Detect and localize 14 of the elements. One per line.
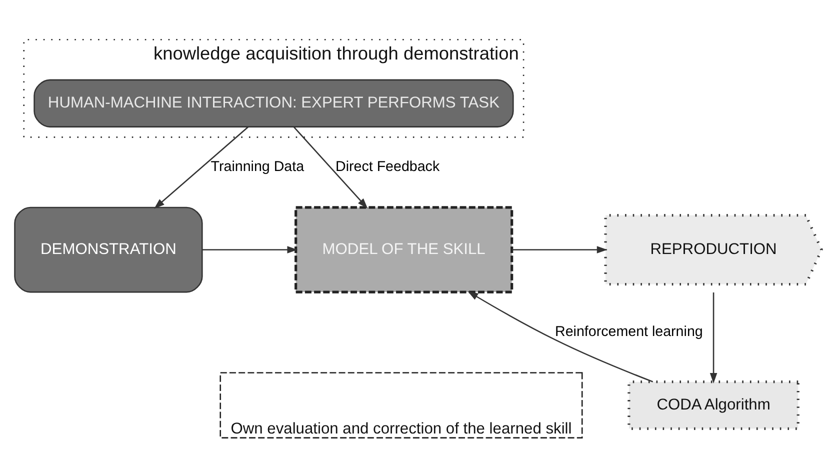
edge-label: Trainning Data: [210, 158, 304, 174]
arrow: [468, 290, 654, 382]
node-box: DEMONSTRATION: [14, 206, 203, 292]
arrow: [294, 126, 368, 208]
edge-label: Reinforcement learning: [555, 324, 703, 340]
node-box: CODA Algorithm: [628, 380, 800, 430]
arrow: [202, 246, 298, 253]
node-box: MODEL OF THE SKILL: [294, 206, 514, 293]
node-box: HUMAN-MACHINE INTERACTION: EXPERT PERFORMS TASK: [34, 78, 514, 127]
arrow: [710, 292, 718, 383]
node-box: Own evaluation and correction of the learned skill: [220, 372, 583, 438]
arrow: [154, 126, 249, 208]
edge-label: Direct Feedback: [336, 158, 440, 174]
arrow: [512, 246, 608, 253]
